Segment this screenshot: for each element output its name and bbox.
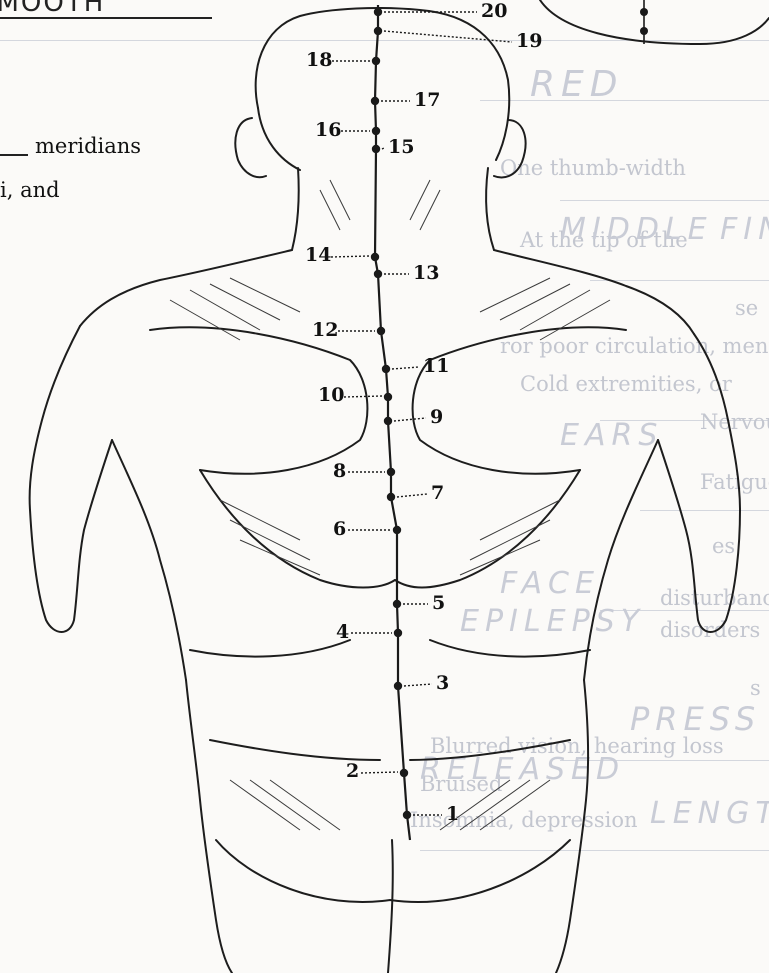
leader-line [382, 148, 384, 149]
leader-line [344, 396, 382, 397]
acupoint-dot [377, 327, 385, 335]
acupoint-dot [374, 8, 382, 16]
governing-vessel-line [375, 5, 410, 840]
leader-line [361, 772, 398, 773]
acupoint-dot [372, 57, 380, 65]
acupoint-dot [371, 253, 379, 261]
point-label-19: 19 [516, 32, 542, 51]
muscle-hatching [170, 180, 610, 830]
point-label-13: 13 [413, 264, 439, 283]
leader-line [394, 418, 426, 421]
acupoint-dot [394, 629, 402, 637]
acupoint-dot [387, 493, 395, 501]
acupoint-dot [394, 682, 402, 690]
secondary-point-dot [640, 8, 648, 16]
point-label-8: 8 [333, 462, 346, 481]
leader-line [331, 256, 369, 257]
acupoint-dot [387, 468, 395, 476]
point-label-16: 16 [315, 121, 341, 140]
point-label-7: 7 [431, 484, 444, 503]
point-label-20: 20 [481, 2, 507, 21]
acupoint-dot [384, 417, 392, 425]
acupoint-dot [393, 526, 401, 534]
leader-line [404, 684, 432, 686]
acupoint-dot [371, 97, 379, 105]
point-label-15: 15 [388, 138, 414, 157]
meridian-line-group [331, 0, 648, 840]
point-label-17: 17 [414, 91, 440, 110]
acupoint-dot [372, 127, 380, 135]
point-label-12: 12 [312, 321, 338, 340]
point-label-5: 5 [432, 594, 445, 613]
point-label-14: 14 [305, 246, 331, 265]
acupoint-dot [400, 769, 408, 777]
acupoint-dot [372, 145, 380, 153]
acupoint-dot [384, 393, 392, 401]
point-label-4: 4 [336, 623, 349, 642]
leader-line [392, 367, 419, 369]
point-label-18: 18 [306, 51, 332, 70]
point-label-6: 6 [333, 520, 346, 539]
acupoint-dot [393, 600, 401, 608]
secondary-point-dot [640, 27, 648, 35]
acupoint-dot [382, 365, 390, 373]
point-label-2: 2 [346, 762, 359, 781]
leader-line [384, 31, 512, 42]
point-label-9: 9 [430, 408, 443, 427]
point-label-11: 11 [423, 357, 449, 376]
acupoint-dot [403, 811, 411, 819]
point-label-3: 3 [436, 674, 449, 693]
acupoint-dot [374, 27, 382, 35]
point-label-1: 1 [446, 805, 459, 824]
point-label-10: 10 [318, 386, 344, 405]
acupoint-dot [374, 270, 382, 278]
leader-line [397, 494, 427, 497]
